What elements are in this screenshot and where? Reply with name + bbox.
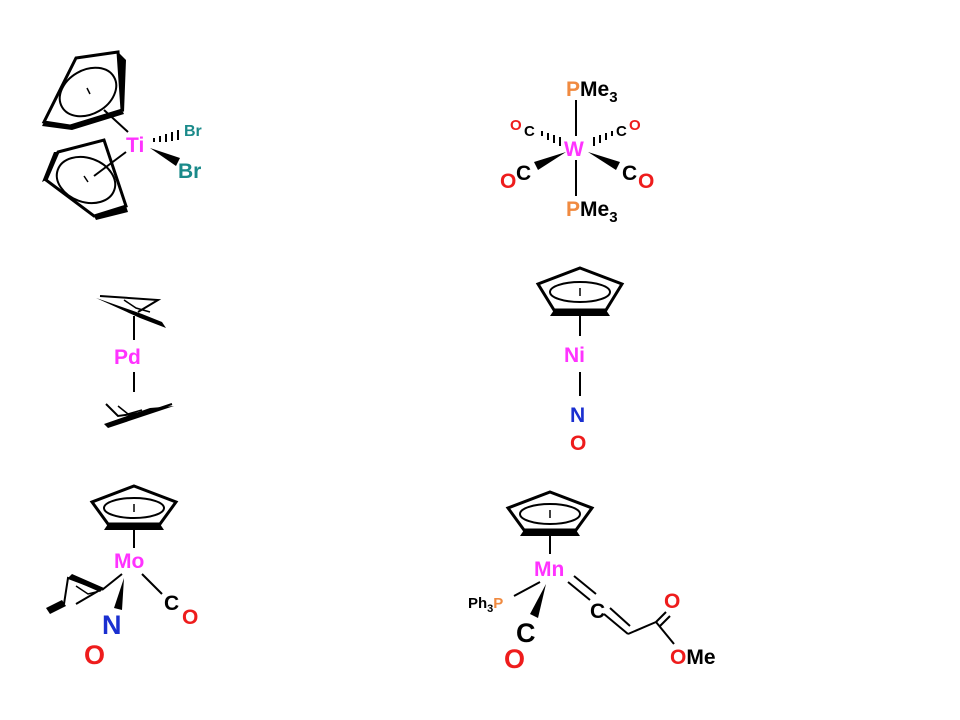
mn-atom-label: Mn xyxy=(534,558,564,581)
wedge-bond-w-co-lower-right xyxy=(588,152,620,170)
ni-atom-label: Ni xyxy=(564,344,585,367)
double-bond-c-o xyxy=(655,611,671,627)
o-atom-label-carbonyl: O xyxy=(182,606,198,629)
p-atom-label-bottom: PMe3 xyxy=(566,198,618,226)
bond-mn-p xyxy=(513,581,541,597)
cp-ring xyxy=(505,490,595,536)
n-atom-label: N xyxy=(102,610,122,640)
c-atom-label-upper-left: C xyxy=(524,123,535,140)
mo-atom-label: Mo xyxy=(114,550,144,573)
hashed-bond-w-co-upper-right xyxy=(593,131,613,146)
bond-c-o-ester xyxy=(655,621,675,645)
br-atom-label-wedged: Br xyxy=(178,160,201,183)
double-bond-mn-c xyxy=(567,575,597,601)
cp-ring xyxy=(535,266,625,316)
c-atom-label-lower-left: C xyxy=(516,162,531,185)
bond-ch-c-ester xyxy=(627,621,657,635)
molecule-tungsten-tetracarbonyl: W PMe3 PMe3 O C C O O C C O xyxy=(500,78,654,226)
cp-ring xyxy=(89,484,179,530)
w-atom-label: W xyxy=(564,138,584,161)
wedge-bond-ti-br xyxy=(150,148,180,166)
o-atom-label-upper-right: O xyxy=(629,117,641,134)
wedge-bond-w-co-lower-left xyxy=(534,152,566,170)
molecule-bis-allyl-palladium: Pd xyxy=(96,295,174,428)
o-atom-label-upper-left: O xyxy=(510,117,522,134)
p-atom-label-top: PMe3 xyxy=(566,78,618,106)
hashed-bond-w-co-upper-left xyxy=(541,131,561,146)
molecule-titanocene-dibromide: Ti Br Br xyxy=(41,50,202,220)
cp-ring-upper xyxy=(41,50,126,130)
wedge-bond-mn-co xyxy=(530,584,546,618)
bond-ti-cp-upper xyxy=(103,109,129,133)
molecule-cyclopentadienyl-nickel-nitrosyl: Ni N O xyxy=(535,266,625,455)
br-atom-label-hashed: Br xyxy=(184,123,202,140)
pd-atom-label: Pd xyxy=(114,346,141,369)
pph3-label: Ph3P xyxy=(468,595,503,615)
o-atom-label-lower-right: O xyxy=(638,170,654,193)
allyl-ligand-upper xyxy=(96,295,166,328)
o-atom-label-carbonyl: O xyxy=(504,644,525,674)
c-atom-label-upper-right: C xyxy=(616,123,627,140)
c-atom-label-vinylidene: C xyxy=(590,600,605,623)
bond-mo-allyl xyxy=(101,573,123,591)
o-atom-label: O xyxy=(570,432,586,455)
hashed-bond-ti-br xyxy=(153,130,179,142)
allyl-ligand xyxy=(46,574,104,614)
n-atom-label: N xyxy=(570,404,585,427)
double-bond-c-ch xyxy=(603,607,631,635)
o-atom-label-nitrosyl: O xyxy=(84,640,105,670)
o-atom-label-lower-left: O xyxy=(500,170,516,193)
bond-mo-co xyxy=(141,573,163,595)
c-atom-label-lower-right: C xyxy=(622,162,637,185)
ti-atom-label: Ti xyxy=(126,134,144,157)
bond-ti-cp-lower xyxy=(93,151,127,177)
molecule-cyclopentadienyl-manganese: Mn Ph3P C O C O OMe xyxy=(468,490,716,674)
wedge-bond-mo-no xyxy=(114,578,124,610)
cp-ring-lower xyxy=(42,138,128,220)
c-atom-label-carbonyl: C xyxy=(164,592,179,615)
c-atom-label-carbonyl: C xyxy=(516,618,536,648)
ome-label: OMe xyxy=(670,646,716,669)
o-atom-label-ester-carbonyl: O xyxy=(664,590,680,613)
allyl-ligand-lower xyxy=(104,403,174,428)
molecule-cyclopentadienyl-molybdenum: Mo N O C O xyxy=(46,484,198,670)
